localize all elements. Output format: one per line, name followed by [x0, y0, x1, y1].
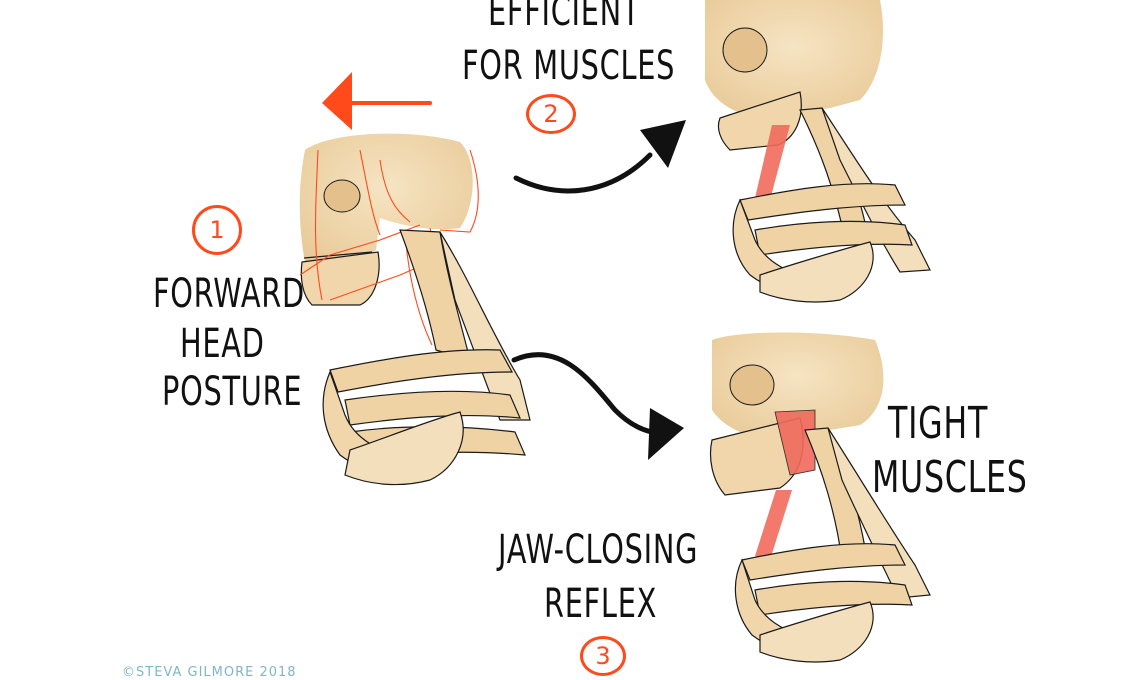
step-number-2: 2	[526, 94, 576, 134]
caption-forward: FORWARD	[153, 271, 305, 317]
caption-for-muscles: FOR MUSCLES	[462, 43, 676, 89]
curved-arrow-icon	[513, 120, 686, 194]
step-number-1: 1	[192, 205, 242, 255]
skeleton-forward-head-figure	[299, 133, 531, 486]
skeleton-tight-muscles-figure	[709, 332, 931, 663]
caption-jaw-closing: JAW-CLOSING	[498, 527, 699, 573]
caption-tight: TIGHT	[888, 398, 989, 449]
caption-head: HEAD	[180, 321, 265, 367]
caption-reflex: REFLEX	[544, 581, 658, 627]
curved-arrow-icon	[511, 352, 684, 460]
step-number-3: 3	[580, 636, 626, 676]
skeleton-upright-figure	[705, 0, 931, 303]
caption-posture: POSTURE	[162, 369, 303, 415]
caption-efficient: EFFICIENT	[488, 0, 641, 35]
credit-text: ©STEVA GILMORE 2018	[122, 665, 297, 680]
caption-muscles: MUSCLES	[872, 452, 1028, 503]
left-arrow-icon	[322, 72, 432, 130]
